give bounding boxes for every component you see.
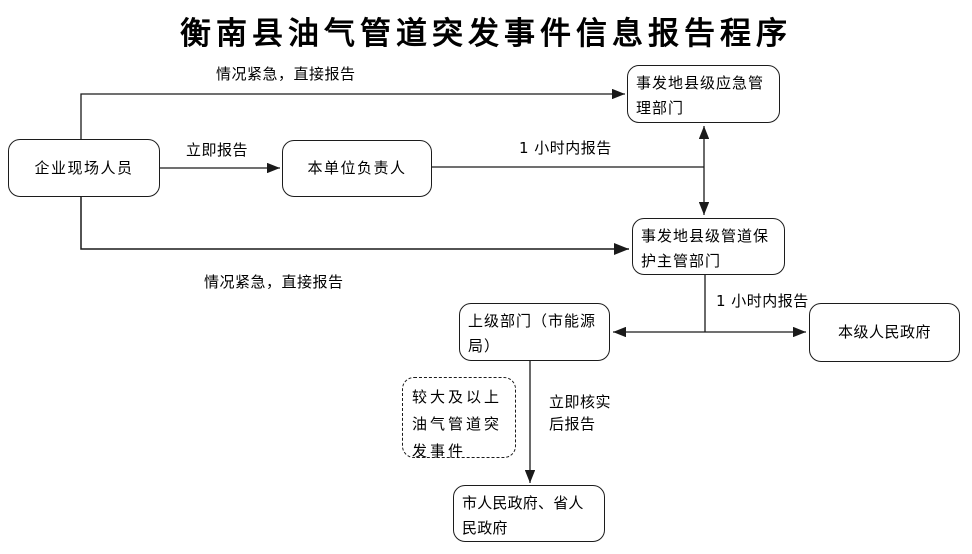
node-county-emergency-management-dept-label: 事发地县级应急管理部门 <box>636 74 765 117</box>
node-county-emergency-management-dept: 事发地县级应急管理部门 <box>627 65 780 123</box>
node-enterprise-field-staff-label: 企业现场人员 <box>34 158 134 177</box>
node-superior-dept-city-energy-bureau: 上级部门（市能源局） <box>459 303 610 361</box>
edge-label-urgent-direct-report-bottom: 情况紧急，直接报告 <box>204 273 344 291</box>
node-major-pipeline-incident-note: 较大及以上油气管道突发事件 <box>402 377 516 460</box>
node-superior-dept-city-energy-bureau-label: 上级部门（市能源局） <box>468 312 597 355</box>
edge-label-urgent-direct-report-top: 情况紧急，直接报告 <box>216 65 356 83</box>
edge-label-verify-then-report: 立即核实后报告 <box>549 393 612 433</box>
node-city-province-people-government: 市人民政府、省人民政府 <box>453 485 605 542</box>
node-unit-responsible-person: 本单位负责人 <box>282 140 432 197</box>
node-county-pipeline-protection-dept: 事发地县级管道保护主管部门 <box>632 218 785 275</box>
node-unit-responsible-person-label: 本单位负责人 <box>307 159 407 177</box>
page-title: 衡南县油气管道突发事件信息报告程序 <box>180 16 792 52</box>
node-major-pipeline-incident-note-label: 较大及以上油气管道突发事件 <box>412 388 503 460</box>
node-local-people-government-label: 本级人民政府 <box>837 323 931 341</box>
node-local-people-government: 本级人民政府 <box>809 303 960 362</box>
edge-label-immediate-report: 立即报告 <box>186 141 249 159</box>
edge-label-within-one-hour-top: 1 小时内报告 <box>519 139 612 157</box>
edge-label-within-one-hour-bottom: 1 小时内报告 <box>716 292 809 310</box>
node-city-province-people-government-label: 市人民政府、省人民政府 <box>462 494 584 537</box>
node-enterprise-field-staff: 企业现场人员 <box>8 139 160 197</box>
node-county-pipeline-protection-dept-label: 事发地县级管道保护主管部门 <box>641 227 770 270</box>
